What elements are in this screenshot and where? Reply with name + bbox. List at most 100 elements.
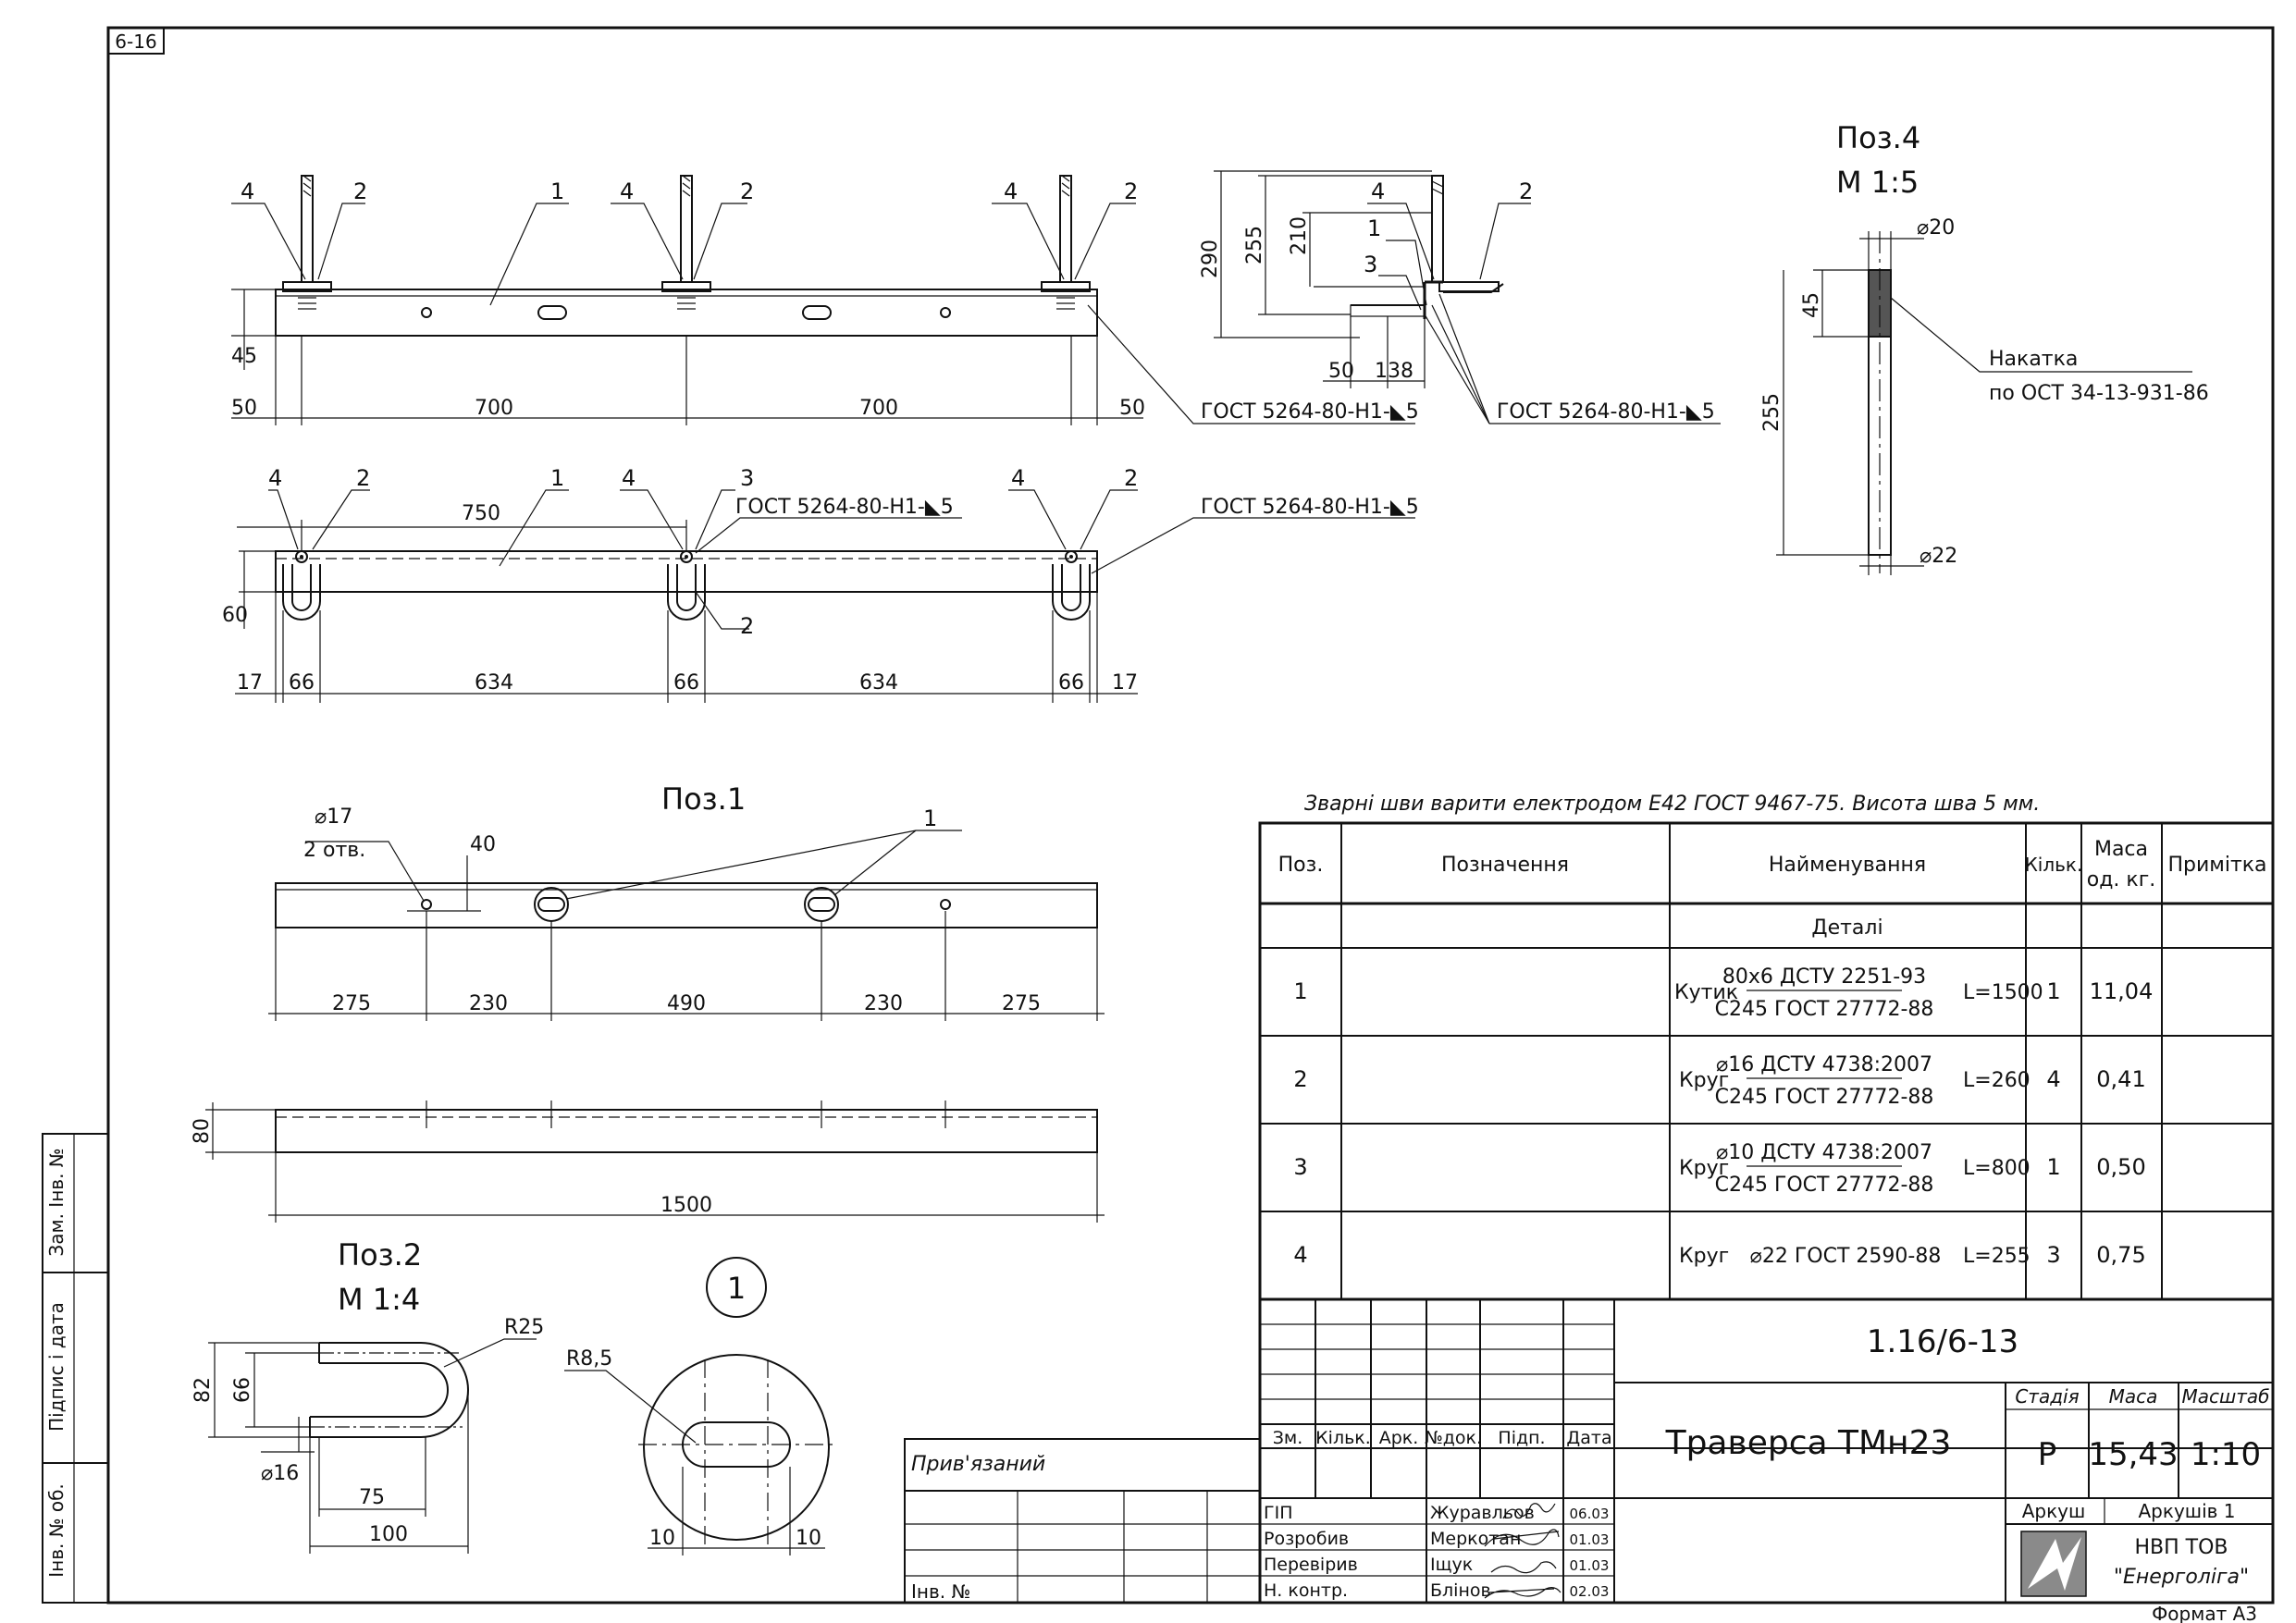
pos-label: 3 <box>740 465 754 491</box>
doc-code: 1.16/6-13 <box>1867 1323 2018 1360</box>
pos1-hole-dia: ⌀17 <box>315 805 352 829</box>
rev-header: Зм. <box>1273 1428 1303 1448</box>
spec-header-pos: Поз. <box>1278 854 1324 877</box>
pos4-note-2: по ОСТ 34-13-931-86 <box>1989 382 2209 405</box>
detail-1-radius: R8,5 <box>566 1347 612 1371</box>
detail-1-dim-right: 10 <box>796 1527 821 1550</box>
spec-cell-pos: 1 <box>1293 978 1307 1004</box>
staff-name: Іщук <box>1430 1555 1473 1575</box>
spec-cell-kind: Круг <box>1679 1245 1729 1268</box>
pos-label: 1 <box>550 178 564 204</box>
dim-255: 255 <box>1243 226 1266 264</box>
spec-cell-mass: 0,75 <box>2096 1242 2145 1268</box>
pos1-dim80: 80 <box>191 1118 214 1144</box>
pos2-dia16: ⌀16 <box>261 1462 299 1485</box>
staff-role: Н. контр. <box>1264 1580 1348 1601</box>
pos1-dim40: 40 <box>470 833 496 856</box>
spec-cell-qty: 4 <box>2046 1066 2060 1092</box>
pos-label: 3 <box>1364 252 1377 277</box>
dim-45: 45 <box>231 345 257 368</box>
pos1-hole-count: 2 отв. <box>303 839 365 862</box>
pos2-detail: Поз.2 М 1:4 R25 82 66 ⌀16 75 100 <box>191 1237 544 1554</box>
side-row-1: Зам. Інв. № <box>45 1148 68 1256</box>
pos2-dim100: 100 <box>369 1523 408 1546</box>
staff-role: Розробив <box>1264 1529 1349 1549</box>
dim-50-left: 50 <box>231 397 257 420</box>
inv-no-label: Інв. № <box>911 1580 970 1603</box>
spec-cell-pos: 4 <box>1293 1242 1307 1268</box>
spec-row: 3 Круг ⌀10 ДСТУ 4738:2007 С245 ГОСТ 2777… <box>1293 1141 2145 1197</box>
weld-note-top: ГОСТ 5264-80-Н1-◣5 <box>1201 400 1419 424</box>
pos-label: 2 <box>1124 178 1138 204</box>
spec-cell-kind: Круг <box>1679 1157 1729 1180</box>
rev-header: Арк. <box>1379 1428 1419 1448</box>
weld-note-side: ГОСТ 5264-80-Н1-◣5 <box>1497 400 1715 424</box>
view-side-section: 290 255 210 50 138 4 2 1 3 ГОСТ 5264-80-… <box>1199 170 1721 424</box>
spec-header-mass-2: од. кг. <box>2087 868 2156 891</box>
spec-header-mass-1: Маса <box>2094 838 2148 861</box>
pos4-scale: М 1:5 <box>1836 165 1919 200</box>
detail-1: 1 R8,5 10 10 <box>564 1257 834 1555</box>
staff-role: ГІП <box>1264 1503 1292 1523</box>
weld-note-plan-left: ГОСТ 5264-80-Н1-◣5 <box>735 496 954 519</box>
mass-label: Маса <box>2109 1385 2158 1408</box>
bolt-left <box>282 175 332 310</box>
pos-label: 4 <box>1371 178 1385 204</box>
pos2-r25: R25 <box>504 1316 544 1339</box>
spec-cell-bottom: С245 ГОСТ 27772-88 <box>1715 998 1934 1021</box>
rev-header: Підп. <box>1498 1428 1545 1448</box>
spec-cell-kind: Кутик <box>1674 981 1738 1004</box>
spec-cell-length: L=800 <box>1963 1157 2031 1180</box>
dim-66-b: 66 <box>673 671 699 695</box>
spec-cell-length: L=1500 <box>1963 981 2043 1004</box>
pos4-dia20: ⌀20 <box>1917 216 1955 240</box>
signature <box>1484 1587 1562 1599</box>
u-bolt-middle <box>667 550 706 621</box>
sheets-label: Аркушів 1 <box>2138 1500 2235 1522</box>
spec-cell-bottom: С245 ГОСТ 27772-88 <box>1715 1174 1934 1197</box>
sheet-label: Аркуш <box>2022 1500 2086 1522</box>
spec-cell-qty: 1 <box>2046 1154 2060 1180</box>
signature <box>1484 1529 1560 1547</box>
pos-label: 1 <box>550 465 564 491</box>
weld-note-plan-right: ГОСТ 5264-80-Н1-◣5 <box>1201 496 1419 519</box>
detail-1-dim-left: 10 <box>649 1527 675 1550</box>
pos-label: 2 <box>356 465 370 491</box>
pos-label: 2 <box>353 178 367 204</box>
spec-header-note: Примітка <box>2167 854 2266 877</box>
staff-date: 06.03 <box>1570 1506 1610 1522</box>
signature <box>1502 1503 1556 1519</box>
staff-name: Меркотан <box>1430 1529 1521 1549</box>
pos-label: 2 <box>740 613 754 639</box>
mass-value: 15,43 <box>2088 1436 2178 1473</box>
format-label: Формат А3 <box>2152 1603 2257 1623</box>
spec-header-designation: Позначення <box>1441 854 1569 877</box>
view-top-elevation: 4 2 1 4 2 4 2 45 50 700 700 50 ГОСТ 5264… <box>231 175 1419 425</box>
spec-cell-mass: 0,50 <box>2096 1154 2145 1180</box>
scale-value: 1:10 <box>2191 1436 2261 1473</box>
spec-row: 2 Круг ⌀16 ДСТУ 4738:2007 С245 ГОСТ 2777… <box>1293 1053 2145 1109</box>
spec-cell-kind: Круг <box>1679 1069 1729 1092</box>
pos-label: 2 <box>1519 178 1533 204</box>
spec-cell-qty: 3 <box>2046 1242 2060 1268</box>
u-bolt-left <box>282 550 321 621</box>
pos4-dim255: 255 <box>1760 393 1784 432</box>
spec-cell-top: 80х6 ДСТУ 2251-93 <box>1722 965 1926 989</box>
dim-66-c: 66 <box>1058 671 1084 695</box>
pos4-detail: Поз.4 М 1:5 ⌀20 45 255 ⌀22 Накатка по ОС… <box>1760 120 2209 575</box>
pos1-detail: Поз.1 ⌀17 2 отв. 40 1 275 230 490 230 27… <box>191 781 1105 1223</box>
staff-date: 01.03 <box>1570 1531 1610 1548</box>
pos1-dim-490: 490 <box>667 992 706 1015</box>
spec-row: 1 Кутик 80х6 ДСТУ 2251-93 С245 ГОСТ 2777… <box>1293 965 2153 1021</box>
staff-name: Журавльов <box>1430 1503 1535 1523</box>
spec-header-qty: Кільк. <box>2025 854 2083 876</box>
rev-header: №док. <box>1425 1428 1482 1448</box>
side-row-3: Інв. № об. <box>45 1483 68 1578</box>
spec-cell-mass: 0,41 <box>2096 1066 2145 1092</box>
left-side-table: Зам. Інв. № Підпис і дата Інв. № об. <box>42 1133 109 1604</box>
staff-role: Перевірив <box>1264 1555 1358 1575</box>
dim-700-right: 700 <box>859 397 898 420</box>
dim-50-right: 50 <box>1119 397 1145 420</box>
spec-cell-mass: 11,04 <box>2090 978 2154 1004</box>
spec-section: Деталі <box>1811 916 1882 940</box>
